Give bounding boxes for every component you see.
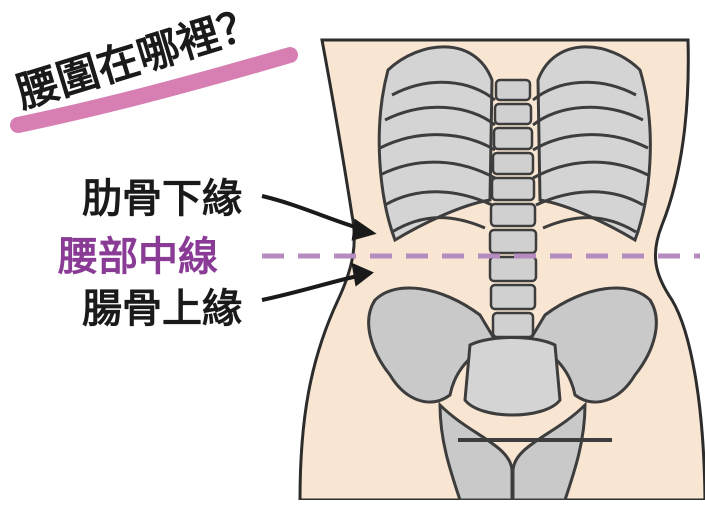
vertebra: [491, 204, 535, 226]
spine: [490, 80, 536, 337]
sacrum: [465, 338, 560, 416]
vertebra: [494, 128, 532, 149]
vertebra: [490, 230, 536, 253]
vertebra: [493, 153, 533, 174]
vertebra: [492, 178, 534, 200]
vertebra: [491, 285, 535, 309]
vertebra: [495, 104, 531, 124]
label-waist-midline: 腰部中線: [57, 234, 218, 280]
label-iliac-upper-edge: 腸骨上緣: [82, 286, 242, 332]
vertebra: [496, 80, 530, 100]
vertebra: [490, 257, 536, 281]
label-rib-lower-edge: 肋骨下緣: [82, 176, 242, 222]
vertebra: [493, 313, 533, 337]
